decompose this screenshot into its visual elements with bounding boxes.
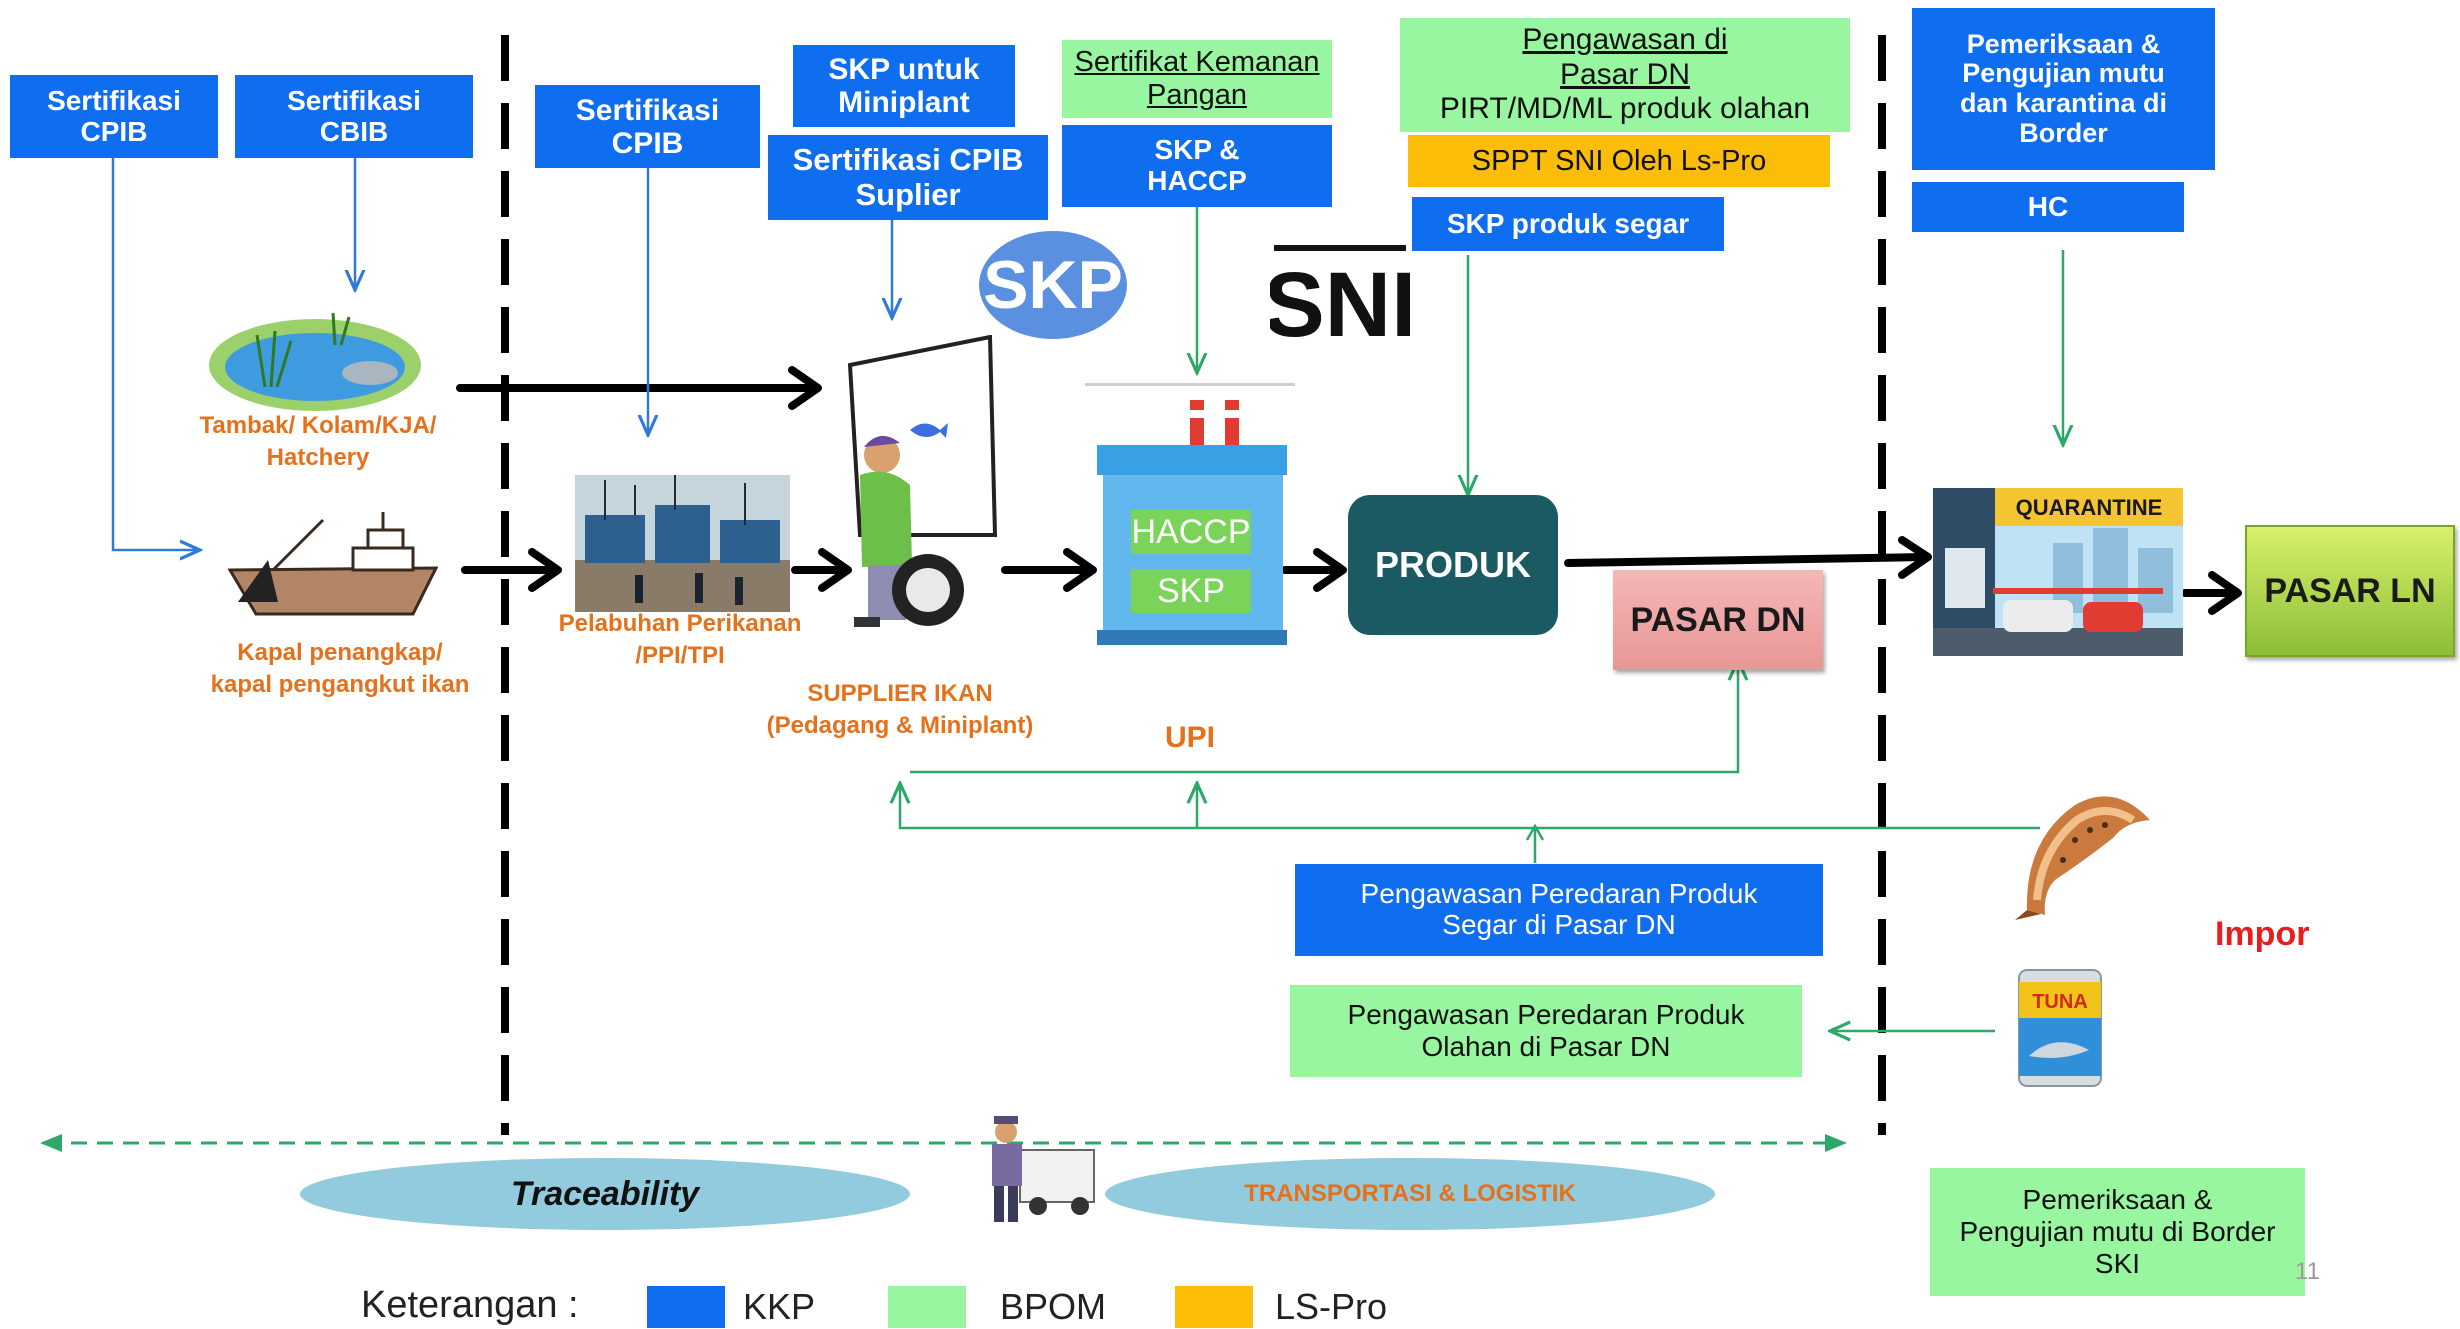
kapal-label: Kapal penangkap/ kapal pengangkut ikan — [210, 639, 470, 699]
legend-swatch-lspro — [1175, 1286, 1253, 1328]
pemeriksaan-ski-label: Pemeriksaan & Pengujian mutu di Border S… — [1959, 1183, 2276, 1280]
sni-logo-text: SNI — [1270, 254, 1410, 348]
legend-label-bpom: BPOM — [1000, 1286, 1107, 1327]
pengawasan-segar-box: Pengawasan Peredaran Produk Segar di Pas… — [1295, 864, 1823, 956]
sertifikat-keamanan-label: Sertifikat Kemanan Pangan — [1074, 45, 1320, 111]
sertifikasi-cpib-suplier-box: Sertifikasi CPIB Suplier — [768, 135, 1048, 220]
pengawasan-olahan-label: Pengawasan Peredaran Produk Olahan di Pa… — [1347, 998, 1745, 1062]
pengawasan-pasar-dn-sub: PIRT/MD/ML produk olahan — [1439, 92, 1811, 126]
pelabuhan-label: Pelabuhan Perikanan /PPI/TPI — [558, 610, 802, 670]
hc-label: HC — [2027, 190, 2069, 222]
legend-label-lspro: LS-Pro — [1275, 1286, 1388, 1327]
pengawasan-pasar-dn-box: Pengawasan di Pasar DN PIRT/MD/ML produk… — [1400, 18, 1850, 132]
quarantine-illustration: QUARANTINE — [1933, 488, 2183, 656]
pond-illustration — [205, 305, 425, 415]
legend-swatch-bpom — [888, 1286, 966, 1328]
skp-miniplant-box: SKP untuk Miniplant — [793, 45, 1015, 127]
tambak-label: Tambak/ Kolam/KJA/ Hatchery — [199, 412, 437, 472]
sertifikat-keamanan-box: Sertifikat Kemanan Pangan — [1062, 40, 1332, 118]
hc-box: HC — [1912, 182, 2184, 232]
sppt-sni-box: SPPT SNI Oleh Ls-Pro — [1408, 135, 1830, 187]
legend-title: Keterangan : — [361, 1284, 579, 1326]
delivery-truck-illustration — [980, 1110, 1098, 1230]
pengawasan-segar-label: Pengawasan Peredaran Produk Segar di Pas… — [1360, 878, 1758, 940]
salmon-illustration — [2015, 780, 2155, 920]
upi-label: UPI — [1164, 721, 1215, 754]
legend-swatch-kkp — [647, 1286, 725, 1328]
pemeriksaan-ski-box: Pemeriksaan & Pengujian mutu di Border S… — [1930, 1168, 2305, 1296]
legend-label-kkp: KKP — [743, 1286, 816, 1327]
produk-box: PRODUK — [1348, 495, 1558, 635]
supplier-label: SUPPLIER IKAN (Pedagang & Miniplant) — [766, 680, 1034, 740]
produk-label: PRODUK — [1374, 544, 1531, 585]
skp-logo-text: SKP — [983, 247, 1123, 323]
harbour-photo — [575, 475, 790, 612]
skp-produk-segar-box: SKP produk segar — [1412, 197, 1724, 251]
tuna-can-illustration: TUNA — [2015, 960, 2105, 1095]
supplier-illustration — [840, 334, 1010, 655]
sertifikasi-cbib-label: Sertifikasi CBIB — [287, 84, 421, 147]
pengawasan-olahan-box: Pengawasan Peredaran Produk Olahan di Pa… — [1290, 985, 1802, 1077]
pasar-dn-label: PASAR DN — [1630, 600, 1806, 639]
pasar-ln-box: PASAR LN — [2245, 525, 2455, 657]
sni-logo: SNI — [1263, 238, 1417, 356]
pasar-dn-box: PASAR DN — [1613, 570, 1823, 670]
page-number: 11 — [2295, 1258, 2320, 1285]
skp-haccp-label: SKP & HACCP — [1147, 134, 1247, 196]
pemeriksaan-karantina-box: Pemeriksaan & Pengujian mutu dan karanti… — [1912, 8, 2215, 170]
pemeriksaan-karantina-label: Pemeriksaan & Pengujian mutu dan karanti… — [1959, 28, 2168, 148]
impor-label: Impor — [2215, 915, 2310, 953]
pengawasan-pasar-dn-title: Pengawasan di Pasar DN — [1522, 23, 1728, 91]
legend: Keterangan : KKP BPOM LS-Pro — [355, 1282, 1455, 1328]
skp-haccp-box: SKP & HACCP — [1062, 125, 1332, 207]
skp-logo: SKP — [978, 230, 1128, 340]
pasar-ln-label: PASAR LN — [2264, 571, 2436, 610]
skp-miniplant-label: SKP untuk Miniplant — [828, 53, 980, 119]
boat-illustration — [227, 510, 439, 620]
upi-skp-label: SKP — [1131, 569, 1251, 613]
sppt-sni-label: SPPT SNI Oleh Ls-Pro — [1471, 144, 1767, 177]
traceability-ellipse: Traceability — [300, 1158, 910, 1230]
traceability-label: Traceability — [510, 1174, 700, 1213]
skp-produk-segar-label: SKP produk segar — [1446, 207, 1690, 239]
sertifikasi-cpib-box-2: Sertifikasi CPIB — [535, 85, 760, 168]
sertifikasi-cpib-label-1: Sertifikasi CPIB — [47, 84, 181, 147]
sertifikasi-cpib-box-1: Sertifikasi CPIB — [10, 75, 218, 158]
sertifikasi-cpib-label-2: Sertifikasi CPIB — [575, 93, 720, 160]
tuna-label: TUNA — [2032, 991, 2088, 1013]
upi-factory: HACCP SKP — [1085, 375, 1295, 655]
sertifikasi-cpib-suplier-label: Sertifikasi CPIB Suplier — [792, 142, 1024, 212]
transportasi-ellipse: TRANSPORTASI & LOGISTIK — [1105, 1158, 1715, 1230]
sertifikasi-cbib-box: Sertifikasi CBIB — [235, 75, 473, 158]
quarantine-text: QUARANTINE — [2016, 495, 2163, 520]
transportasi-label: TRANSPORTASI & LOGISTIK — [1244, 1180, 1576, 1207]
upi-haccp-label: HACCP — [1131, 510, 1251, 554]
